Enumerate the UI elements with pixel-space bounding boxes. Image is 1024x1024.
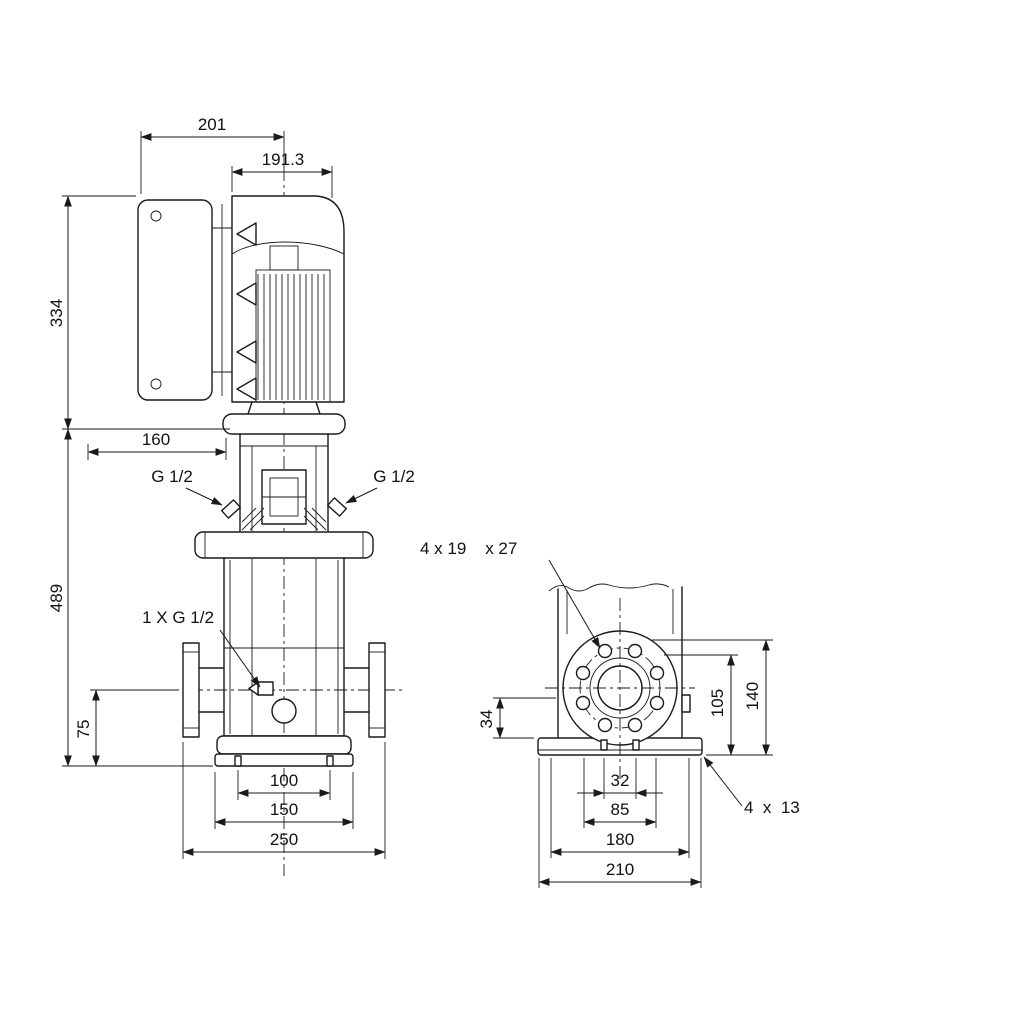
dim-210-label: 210 — [606, 860, 634, 879]
side-view — [137, 168, 402, 876]
dim-150: 150 — [214, 772, 354, 829]
dim-201-label: 201 — [198, 115, 226, 134]
dim-180: 180 — [550, 758, 690, 858]
dim-140: 140 — [652, 639, 773, 756]
end-view-body — [548, 583, 683, 739]
dim-201: 201 — [140, 115, 285, 194]
dim-100: 100 — [237, 770, 331, 800]
discharge-flange — [343, 642, 386, 738]
motor-drive-box — [137, 199, 232, 401]
callout-flange-holes: 4 x 19 x 27 — [420, 539, 601, 649]
pump-head-flange — [194, 531, 374, 559]
dim-250: 250 — [182, 742, 386, 859]
callout-drain: 1 X G 1/2 — [142, 608, 261, 688]
dim-150-label: 150 — [270, 800, 298, 819]
end-flange — [545, 598, 695, 782]
dim-105: 105 — [664, 654, 738, 756]
g12-right-label: G 1/2 — [373, 467, 415, 486]
vent-plug-left — [221, 499, 241, 519]
dim-75-label: 75 — [74, 720, 93, 739]
dim-34: 34 — [477, 697, 556, 739]
dim-75: 75 — [74, 689, 166, 767]
dim-85: 85 — [583, 758, 657, 828]
g12-left-label: G 1/2 — [151, 467, 193, 486]
dim-140-label: 140 — [743, 682, 762, 710]
dim-34-label: 34 — [477, 710, 496, 729]
suction-flange — [182, 642, 225, 738]
base-bolt-holes — [600, 739, 640, 751]
flange-holes-label: 4 x 19 x 27 — [420, 539, 517, 558]
dim-334: 334 — [47, 195, 230, 430]
dim-250-label: 250 — [270, 830, 298, 849]
dim-32: 32 — [577, 758, 663, 799]
dim-334-label: 334 — [47, 299, 66, 327]
dim-160: 160 — [87, 430, 227, 460]
break-line — [548, 583, 670, 592]
drain-plug — [248, 681, 297, 724]
end-view — [537, 583, 703, 782]
dim-85-label: 85 — [611, 800, 630, 819]
dimensions-end-view: 4 x 19 x 27 34 105 140 32 — [420, 539, 800, 888]
dim-105-label: 105 — [708, 689, 727, 717]
callout-base-holes: 4 x 13 — [703, 756, 800, 817]
dim-210: 210 — [538, 758, 702, 888]
dim-100-label: 100 — [270, 771, 298, 790]
drain-label: 1 X G 1/2 — [142, 608, 214, 627]
motor — [231, 195, 345, 415]
dim-160-label: 160 — [142, 430, 170, 449]
pump-base — [214, 735, 354, 767]
nameplate-tab — [681, 694, 691, 713]
vent-plug-right — [327, 497, 347, 517]
callout-g12-right: G 1/2 — [345, 467, 415, 504]
callout-g12-left: G 1/2 — [151, 467, 223, 506]
seal-hatching — [241, 507, 327, 531]
dim-32-label: 32 — [611, 771, 630, 790]
dim-489: 489 — [47, 428, 213, 767]
flange-bolt-holes — [575, 643, 665, 733]
dim-489-label: 489 — [47, 584, 66, 612]
motor-terminal-lugs — [236, 222, 257, 401]
coupling — [261, 469, 307, 525]
base-holes-label: 4 x 13 — [744, 798, 800, 817]
dim-180-label: 180 — [606, 830, 634, 849]
motor-cooling-fins — [257, 274, 325, 400]
dimensions-side-view: 201 191.3 334 160 489 75 — [47, 115, 415, 859]
dim-191-3-label: 191.3 — [262, 150, 305, 169]
dim-191-3: 191.3 — [231, 150, 333, 198]
motor-stool — [221, 413, 347, 533]
